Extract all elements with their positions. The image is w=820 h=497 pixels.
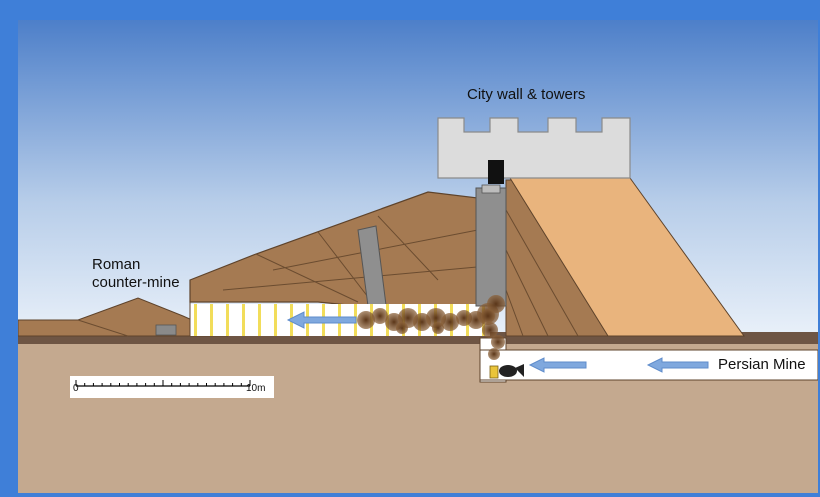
tunnel-prop [210,304,213,336]
persian-mine-label: Persian Mine [718,356,806,373]
tunnel-prop [226,304,229,336]
smoke-puff [432,322,444,334]
roman-label-line2: counter-mine [92,274,180,291]
wall-tower-shaft [475,187,507,307]
scale-bar [70,376,274,398]
tunnel-prop [242,304,245,336]
smoke-cloud [357,295,505,360]
wall-doorway [488,160,504,184]
tunnel-prop [258,304,261,336]
roman-label-line1: Roman [92,256,141,273]
smoke-puff [372,308,388,324]
smoke-puff [481,309,495,323]
smoke-puff [488,348,500,360]
tunnel-prop [274,304,277,336]
scale-start-label: 0 [73,383,79,394]
smoke-puff [482,322,498,338]
arrow-persian-2 [646,357,709,373]
arrow-persian-1 [528,357,587,373]
diagram-svg [18,20,818,493]
scale-end-label: 10m [246,383,266,394]
city-wall [437,117,631,179]
siege-mine-diagram: City wall & towers Roman counter-mine Pe… [18,20,818,493]
smoke-puff [396,322,408,334]
smoke-puff [357,311,375,329]
smoke-puff [487,295,505,313]
arrow-roman-left [286,311,357,329]
smoke-puff [441,313,459,331]
tunnel-prop [194,304,197,336]
left-mound-stone [155,324,177,336]
bellows-icon [499,364,524,377]
smoke-puff [491,335,505,349]
city-wall-label: City wall & towers [467,86,586,103]
